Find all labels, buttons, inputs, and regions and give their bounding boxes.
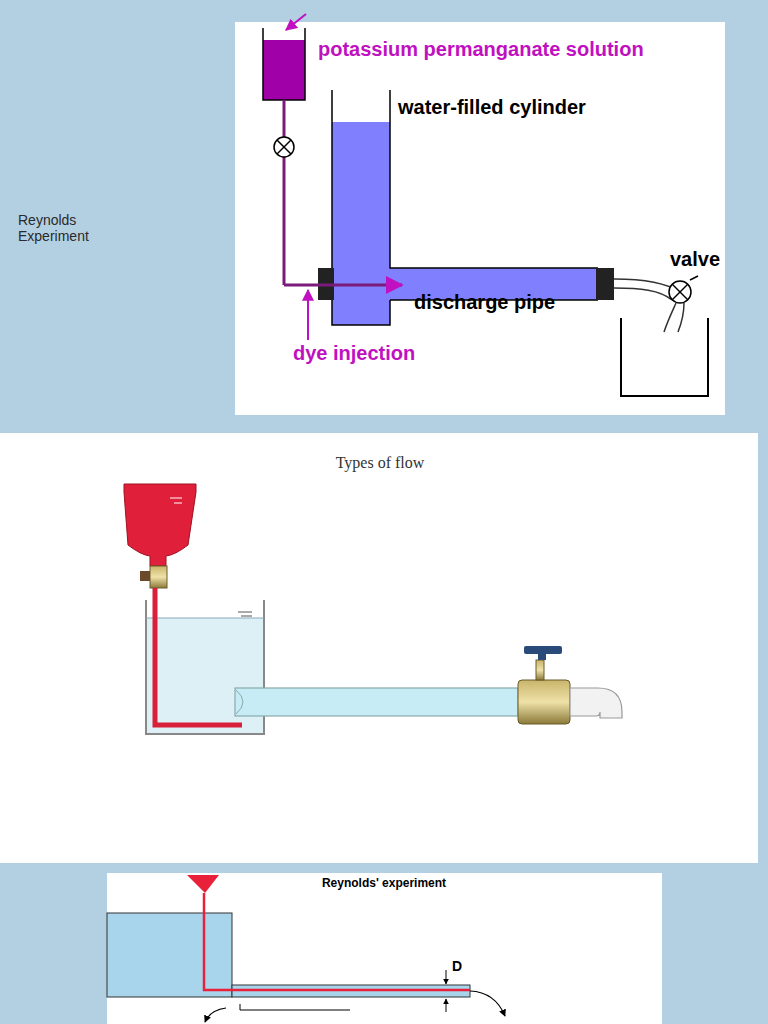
- part-label: dye injection: [293, 342, 415, 365]
- panel-2: [0, 433, 758, 863]
- panel-title: Reynolds' experiment: [322, 877, 446, 891]
- panel-title: Types of flow: [336, 454, 425, 472]
- dimension-label: D: [452, 958, 462, 974]
- panel-1: [235, 14, 725, 415]
- part-label: valve: [670, 248, 720, 271]
- part-label: water-filled cylinder: [398, 96, 586, 119]
- part-label: discharge pipe: [414, 291, 555, 314]
- part-label: potassium permanganate solution: [318, 38, 644, 61]
- panel-3: [107, 873, 662, 1024]
- side-title: Reynolds Experiment: [18, 212, 118, 244]
